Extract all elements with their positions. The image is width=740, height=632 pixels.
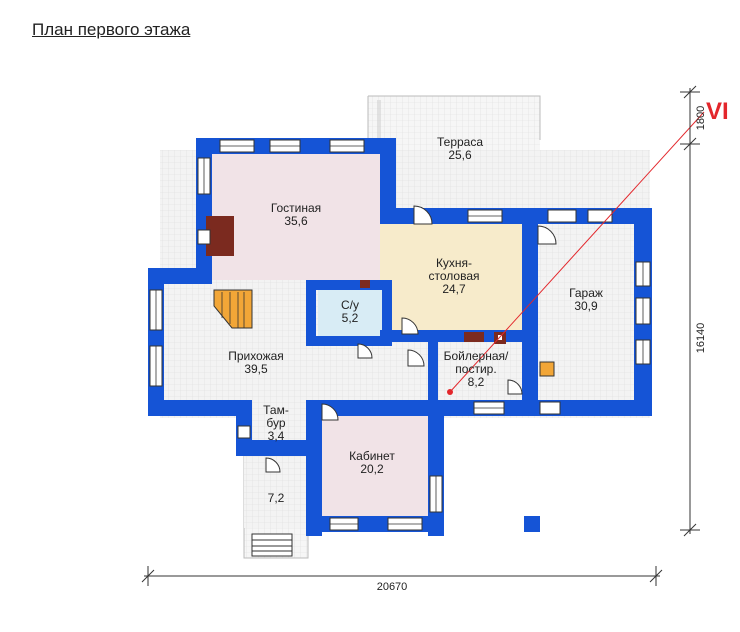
dimension-width	[141, 566, 663, 586]
room-porch-label: 7,2	[268, 491, 285, 505]
dimension-width-label: 20670	[377, 581, 408, 593]
page-title: План первого этажа	[32, 20, 191, 39]
staircase	[213, 289, 555, 377]
porch-steps	[251, 533, 293, 557]
fireplace	[197, 216, 234, 256]
site-watermark: VI	[706, 98, 729, 125]
watermark-pointer	[447, 111, 705, 395]
dimension-offset-label: 1800	[695, 106, 707, 130]
dimension-depth	[680, 85, 700, 537]
doors	[265, 205, 557, 473]
room-boiler-label: Бойлерная/постир.8,2	[444, 349, 509, 389]
dimension-depth-label: 16140	[695, 323, 707, 354]
